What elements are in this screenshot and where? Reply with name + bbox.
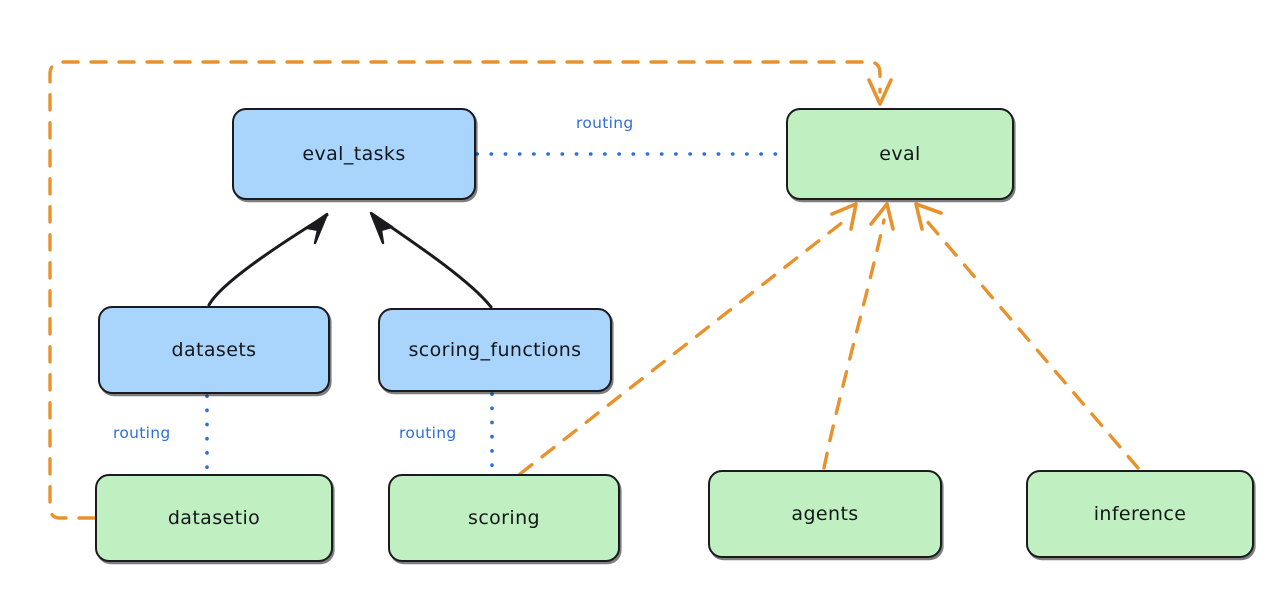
edge-label-routing-scoring-functions-to-scoring: routing bbox=[399, 424, 457, 442]
node-datasets-label: datasets bbox=[171, 339, 257, 361]
node-datasetio-label: datasetio bbox=[167, 507, 261, 529]
node-eval-tasks[interactable]: eval_tasks bbox=[232, 108, 476, 200]
node-inference-label: inference bbox=[1093, 503, 1187, 525]
node-eval-tasks-label: eval_tasks bbox=[302, 143, 406, 165]
node-inference[interactable]: inference bbox=[1026, 470, 1254, 558]
edge-datasets-to-eval-tasks bbox=[207, 212, 329, 307]
node-scoring-functions[interactable]: scoring_functions bbox=[378, 308, 612, 392]
node-scoring[interactable]: scoring bbox=[388, 474, 620, 562]
edge-label-routing-datasets-to-datasetio: routing bbox=[113, 424, 171, 442]
node-datasetio[interactable]: datasetio bbox=[95, 474, 333, 562]
node-agents[interactable]: agents bbox=[708, 470, 942, 558]
node-eval-label: eval bbox=[879, 143, 921, 165]
edge-inference-to-eval-dependency bbox=[914, 202, 1140, 470]
node-eval[interactable]: eval bbox=[786, 108, 1014, 200]
edge-scoring-functions-to-eval-tasks bbox=[369, 211, 493, 309]
edge-label-routing-eval-tasks-to-eval: routing bbox=[576, 114, 634, 132]
node-agents-label: agents bbox=[791, 503, 859, 525]
edge-agents-to-eval-dependency bbox=[822, 202, 895, 470]
node-scoring-functions-label: scoring_functions bbox=[408, 339, 582, 361]
node-datasets[interactable]: datasets bbox=[98, 306, 330, 394]
node-scoring-label: scoring bbox=[468, 507, 540, 529]
